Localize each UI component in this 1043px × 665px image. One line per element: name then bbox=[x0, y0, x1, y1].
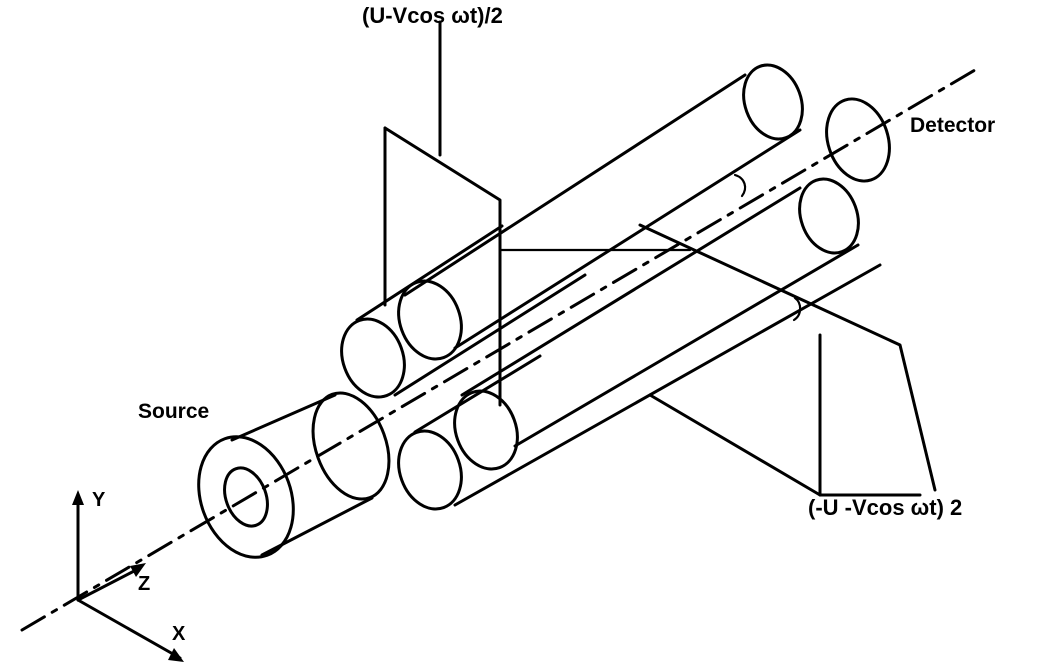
detector-label: Detector bbox=[910, 114, 995, 137]
rod-lower-front bbox=[397, 263, 882, 511]
source-label: Source bbox=[138, 400, 209, 423]
ion-source bbox=[197, 391, 391, 559]
axis-x-label: X bbox=[172, 623, 186, 645]
top-voltage-label: (U-Vcos ωt)/2 bbox=[362, 3, 503, 28]
bottom-voltage-connector bbox=[638, 223, 937, 497]
rod-upper-front bbox=[340, 224, 587, 399]
axis-z-label: Z bbox=[138, 573, 150, 595]
axis-y-label: Y bbox=[92, 489, 106, 511]
rod-inner-highlight bbox=[733, 173, 747, 198]
coordinate-axes bbox=[72, 490, 184, 662]
rod-lower-back bbox=[460, 177, 860, 448]
detector-disc bbox=[825, 97, 891, 183]
top-voltage-connector bbox=[383, 20, 692, 407]
rod-upper-back bbox=[397, 63, 804, 361]
bottom-voltage-label: (-U -Vcos ωt) 2 bbox=[808, 495, 962, 520]
